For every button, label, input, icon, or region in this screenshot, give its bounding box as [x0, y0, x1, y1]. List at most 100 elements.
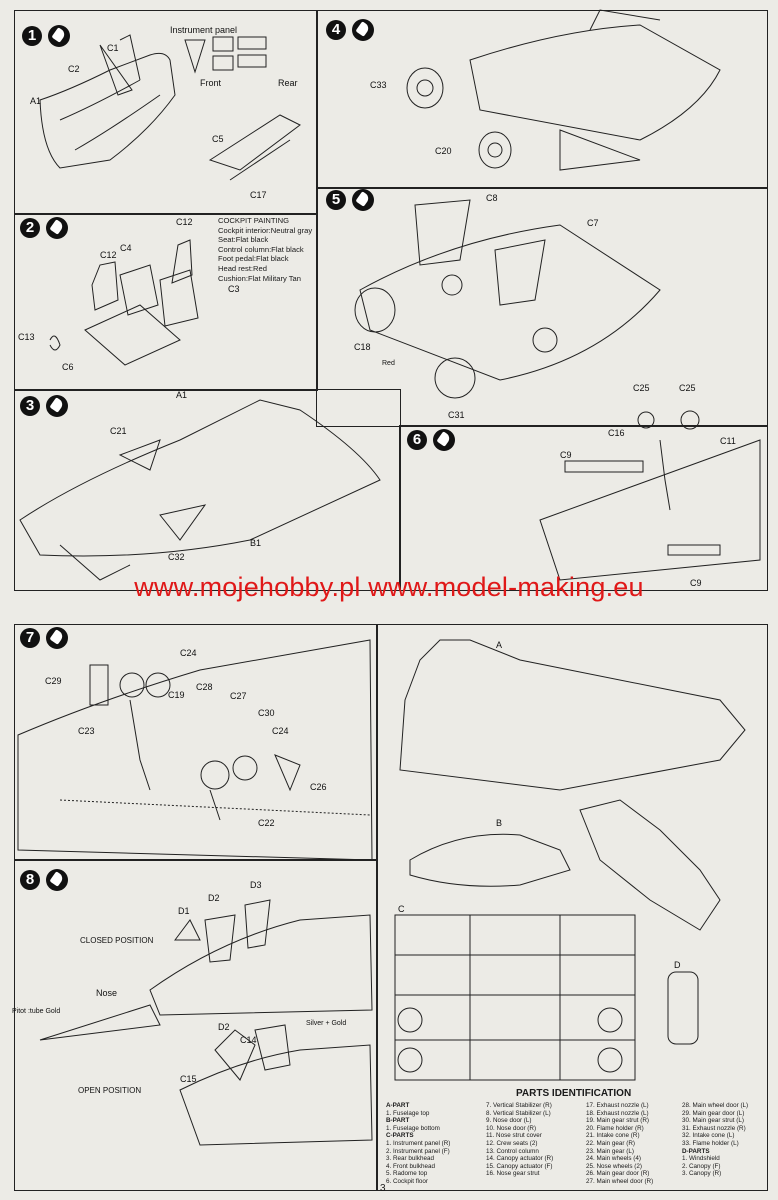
- step-number-4: 4: [326, 20, 346, 40]
- parts-item: 21. Intake cone (R): [586, 1132, 640, 1140]
- parts-item: 9. Nose door (L): [486, 1117, 532, 1125]
- part-label: A1: [176, 390, 188, 400]
- step1-rear: Rear: [278, 78, 298, 88]
- parts-item: 5. Radome top: [386, 1170, 428, 1178]
- open-position-caption: OPEN POSITION: [78, 1086, 142, 1095]
- parts-item: 16. Nose gear strut: [486, 1170, 540, 1178]
- part-label: C7: [587, 218, 599, 228]
- sprue-label-d: D: [674, 960, 681, 970]
- part-label: C25: [633, 383, 650, 393]
- part-label: Nose: [96, 988, 118, 998]
- parts-item: 10. Nose door (R): [486, 1124, 537, 1132]
- step-number-8: 8: [20, 870, 40, 890]
- sprue-d: [667, 971, 699, 1045]
- step-number-2: 2: [20, 218, 40, 238]
- step1-front: Front: [200, 78, 222, 88]
- parts-item: 1. Windshield: [682, 1155, 720, 1163]
- closed-position-caption: CLOSED POSITION: [80, 936, 154, 945]
- step8-nose: [39, 1004, 161, 1041]
- parts-item: 1. Fuselage bottom: [386, 1124, 440, 1132]
- parts-item: 14. Canopy actuator (R): [486, 1155, 554, 1163]
- part-label: C14: [240, 1035, 257, 1045]
- part-label: D2: [218, 1022, 230, 1032]
- parts-item: 1. Instrument panel (R): [386, 1139, 451, 1147]
- parts-item: 20. Flame holder (R): [586, 1124, 644, 1132]
- part-label: C6: [62, 362, 74, 372]
- part-label: C28: [196, 682, 213, 692]
- sprue-label-a: A: [496, 640, 503, 650]
- parts-panel: [376, 624, 768, 1191]
- step-7-panel: [14, 624, 378, 861]
- cockpit-note: Foot pedal:Flat black: [218, 254, 289, 264]
- step1-fuselage: [39, 52, 176, 169]
- step4-aircraft: [469, 24, 721, 141]
- step-number-1: 1: [22, 26, 42, 46]
- step7-wing: [17, 639, 373, 861]
- parts-heading: D-PARTS: [682, 1147, 710, 1155]
- parts-item: 31. Exhaust nozzle (R): [682, 1124, 746, 1132]
- step6-wing: [539, 439, 761, 581]
- cement-icon: [46, 627, 68, 649]
- part-label: D2: [208, 893, 220, 903]
- part-label: C31: [448, 410, 465, 420]
- part-label: C20: [435, 146, 452, 156]
- part-label: C33: [370, 80, 387, 90]
- part-label: D1: [178, 906, 190, 916]
- parts-item: 24. Main wheels (4): [586, 1155, 641, 1163]
- cement-icon: [46, 395, 68, 417]
- parts-item: 7. Vertical Stabilizer (R): [486, 1102, 552, 1109]
- step3-aircraft: [19, 399, 381, 557]
- cement-icon: [433, 429, 455, 451]
- parts-item: 8. Vertical Stabilizer (L): [486, 1109, 551, 1117]
- parts-item: 3. Rear bulkhead: [386, 1155, 434, 1163]
- cockpit-painting-title: COCKPIT PAINTING: [218, 216, 290, 225]
- step1-heading: Instrument panel: [170, 25, 238, 35]
- parts-item: 1. Fuselage top: [386, 1109, 430, 1117]
- parts-heading: A-PART: [386, 1102, 410, 1109]
- step8-fuselage-open: [179, 1044, 373, 1146]
- cement-icon: [48, 25, 70, 47]
- step-6-panel: [399, 425, 768, 591]
- parts-item: 3. Canopy (R): [682, 1170, 722, 1178]
- part-label: C9: [560, 450, 572, 460]
- part-label: C25: [679, 383, 696, 393]
- part-label: C15: [180, 1074, 197, 1084]
- parts-item: 11. Nose strut cover: [486, 1132, 542, 1140]
- part-label: C1: [107, 43, 119, 53]
- step-number-5: 5: [326, 190, 346, 210]
- part-label: C5: [212, 134, 224, 144]
- parts-item: 18. Exhaust nozzle (L): [586, 1109, 649, 1117]
- step-8-panel: [14, 859, 378, 1191]
- part-label: C2: [68, 64, 80, 74]
- part-label: C12: [100, 250, 117, 260]
- parts-item: 2. Instrument panel (F): [386, 1147, 450, 1155]
- parts-item: 12. Crew seats (2): [486, 1139, 538, 1147]
- cockpit-note: Seat:Flat black: [218, 235, 269, 245]
- parts-column-2: 7. Vertical Stabilizer (R) 8. Vertical S…: [486, 1102, 553, 1178]
- parts-item: 30. Main gear strut (L): [682, 1117, 744, 1125]
- watermark-banner: www.mojehobby.pl www.model-making.eu: [134, 572, 644, 602]
- step-3-panel: [14, 389, 401, 591]
- parts-item: 32. Intake cone (L): [682, 1132, 735, 1140]
- cement-icon: [352, 189, 374, 211]
- part-label: C4: [120, 243, 132, 253]
- step-number-7: 7: [20, 628, 40, 648]
- step-4-panel: [316, 10, 768, 189]
- part-label: C30: [258, 708, 275, 718]
- part-label: C18: [354, 342, 371, 352]
- sprue-b: [409, 833, 571, 887]
- cockpit-note: Cushion:Flat Military Tan: [218, 273, 302, 283]
- step-2-panel: [14, 213, 318, 391]
- parts-item: 13. Control column: [486, 1147, 539, 1155]
- cockpit-note: Control column:Flat black: [218, 244, 304, 254]
- part-label: C3: [228, 284, 240, 294]
- part-label: C9: [690, 578, 702, 588]
- part-label: D3: [250, 880, 262, 890]
- parts-heading: C-PARTS: [386, 1132, 414, 1140]
- step2-seat-left: [91, 261, 119, 311]
- parts-column-1: A-PART 1. Fuselage top B-PART 1. Fuselag…: [386, 1102, 450, 1186]
- parts-item: 23. Main gear (L): [586, 1147, 634, 1155]
- step-1-panel: [14, 10, 318, 215]
- part-label: C12: [176, 217, 193, 227]
